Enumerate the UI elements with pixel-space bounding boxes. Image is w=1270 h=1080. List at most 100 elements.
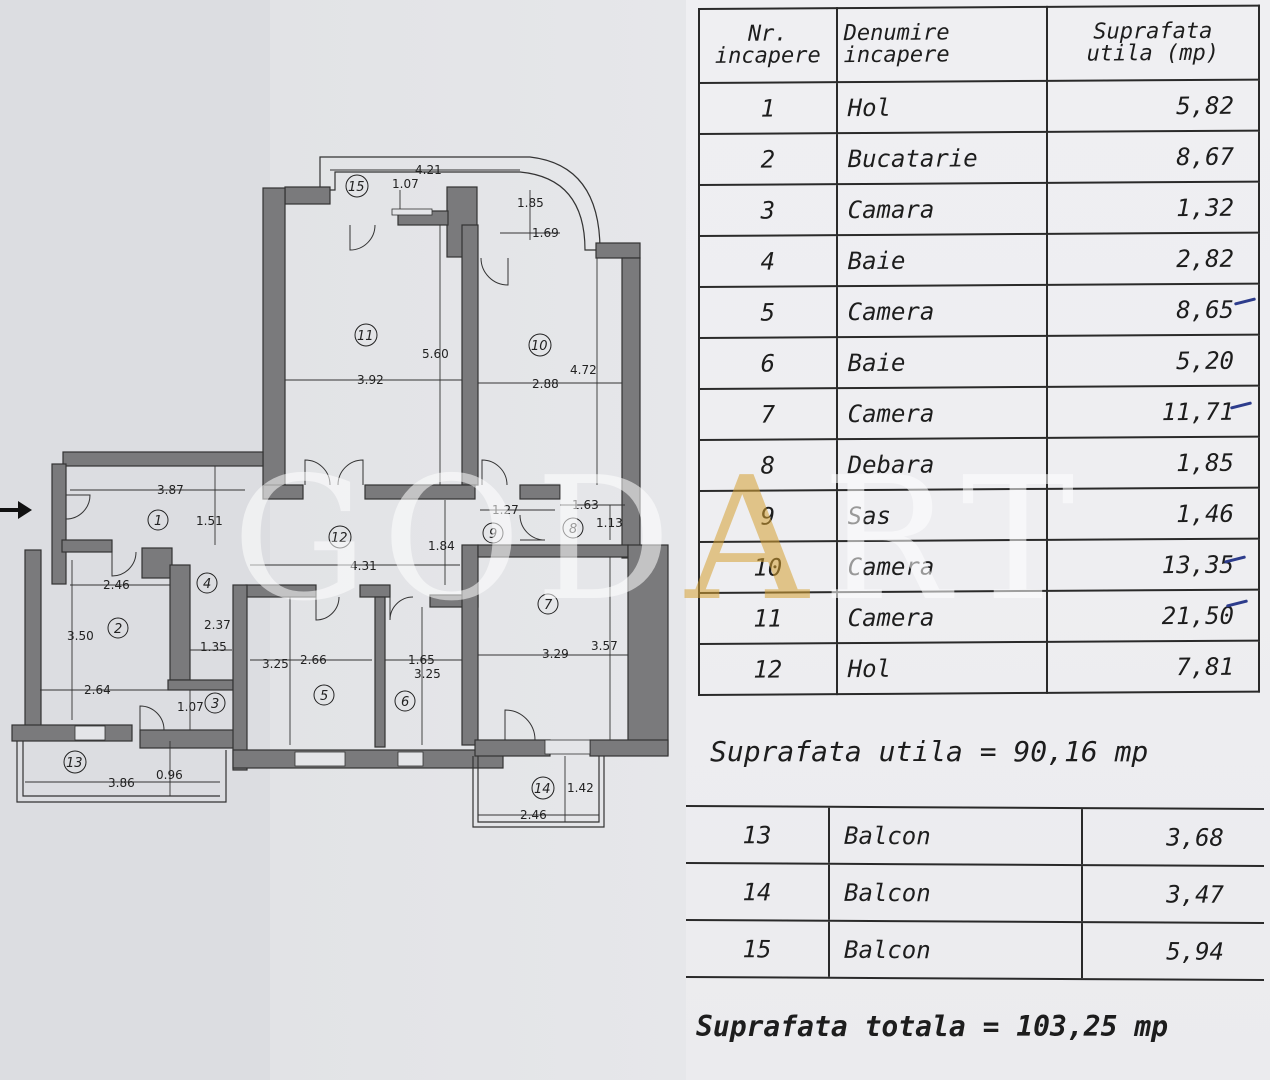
cell-nr: 2 xyxy=(699,133,837,185)
cell-area: 11,71 xyxy=(1046,385,1259,438)
cell-name: Balcon xyxy=(829,863,1082,923)
cell-nr: 1 xyxy=(699,82,837,134)
dim-label: 4.72 xyxy=(570,363,597,377)
dim-label: 5.60 xyxy=(422,347,449,361)
dim-label: 2.37 xyxy=(204,618,231,632)
cell-nr: 15 xyxy=(686,920,829,978)
dim-label: 3.29 xyxy=(542,647,569,661)
cell-name: Hol xyxy=(836,80,1047,134)
paper-fold-shade xyxy=(0,0,270,1080)
dim-label: 1.69 xyxy=(532,226,559,240)
dim-label: 1.07 xyxy=(177,700,204,714)
room-number: 3 xyxy=(211,697,219,712)
dim-label: 2.46 xyxy=(103,578,130,592)
room-number: 1 xyxy=(154,514,162,529)
dim-label: 4.31 xyxy=(350,559,377,573)
cell-area: 3,68 xyxy=(1082,808,1264,867)
cell-nr: 7 xyxy=(699,388,837,440)
dim-label: 1.63 xyxy=(572,498,599,512)
room-number: 5 xyxy=(320,689,328,704)
cell-name: Balcon xyxy=(829,806,1082,866)
room-number: 9 xyxy=(489,527,497,542)
cell-area: 8,67 xyxy=(1046,130,1259,183)
cell-nr: 6 xyxy=(699,337,837,389)
room-number: 13 xyxy=(66,756,83,771)
dim-label: 1.07 xyxy=(392,177,419,191)
floor-plan-panel: 4.21 1.07 1.85 1.69 5.60 3.92 2.88 4.72 … xyxy=(0,0,686,1080)
dim-label: 1.35 xyxy=(200,640,227,654)
cell-name: Camera xyxy=(836,284,1047,338)
dim-label: 1.27 xyxy=(492,503,519,517)
room-number: 4 xyxy=(203,577,211,592)
dim-label: 3.86 xyxy=(108,776,135,790)
cell-area: 7,81 xyxy=(1046,640,1259,693)
useful-area-total: Suprafata utila = 90,16 mp xyxy=(710,735,1149,768)
cell-nr: 5 xyxy=(699,286,837,338)
dim-label: 1.51 xyxy=(196,514,223,528)
dim-label: 1.13 xyxy=(596,516,623,530)
room-number: 7 xyxy=(544,598,553,613)
total-area: Suprafata totala = 103,25 mp xyxy=(696,1010,1169,1043)
windows xyxy=(74,208,591,767)
cell-area: 5,94 xyxy=(1082,922,1264,981)
dim-label: 1.42 xyxy=(567,781,594,795)
dim-label: 0.96 xyxy=(156,768,183,782)
room-number: 2 xyxy=(114,622,122,637)
cell-area: 8,65 xyxy=(1046,283,1259,336)
dim-label: 3.50 xyxy=(67,629,94,643)
cell-name: Camera xyxy=(836,386,1047,440)
room-number: 8 xyxy=(569,522,577,537)
balcony-outlines xyxy=(16,741,605,828)
entrance-arrow-icon xyxy=(0,501,32,519)
watermark-logo: GODART xyxy=(232,441,1089,639)
dim-label: 1.65 xyxy=(408,653,435,667)
room-number: 15 xyxy=(348,180,365,195)
dim-label: 1.84 xyxy=(428,539,455,553)
dim-label: 2.88 xyxy=(532,377,559,391)
dim-label: 3.87 xyxy=(157,483,184,497)
dim-label: 2.66 xyxy=(300,653,327,667)
dim-label: 1.85 xyxy=(517,196,544,210)
room-number: 12 xyxy=(331,531,348,546)
cell-area: 3,47 xyxy=(1082,865,1264,924)
cell-nr: 13 xyxy=(686,806,829,864)
cell-name: Baie xyxy=(836,233,1047,287)
dim-label: 2.64 xyxy=(84,683,111,697)
cell-nr: 14 xyxy=(686,863,829,921)
room-number: 11 xyxy=(357,329,374,344)
cell-area: 5,82 xyxy=(1046,79,1259,132)
floor-plan-drawing: 4.21 1.07 1.85 1.69 5.60 3.92 2.88 4.72 … xyxy=(0,0,669,1080)
cell-name: Hol xyxy=(836,641,1047,695)
cell-name: Baie xyxy=(836,335,1047,389)
dim-label: 3.92 xyxy=(357,373,384,387)
room-number: 10 xyxy=(531,339,548,354)
dim-label: 2.46 xyxy=(520,808,547,822)
walls xyxy=(11,156,669,771)
cell-nr: 12 xyxy=(699,643,837,695)
dim-label: 4.21 xyxy=(415,163,442,177)
room-number-circles xyxy=(63,174,584,800)
cell-area: 5,20 xyxy=(1046,334,1259,387)
cell-nr: 4 xyxy=(699,235,837,287)
cell-name: Camara xyxy=(836,182,1047,236)
door-swings xyxy=(65,224,546,741)
dimension-lines xyxy=(25,169,628,822)
cell-nr: 3 xyxy=(699,184,837,236)
cell-name: Balcon xyxy=(829,920,1082,980)
dim-label: 3.57 xyxy=(591,639,618,653)
dim-label: 3.25 xyxy=(262,657,289,671)
dim-label: 3.25 xyxy=(414,667,441,681)
